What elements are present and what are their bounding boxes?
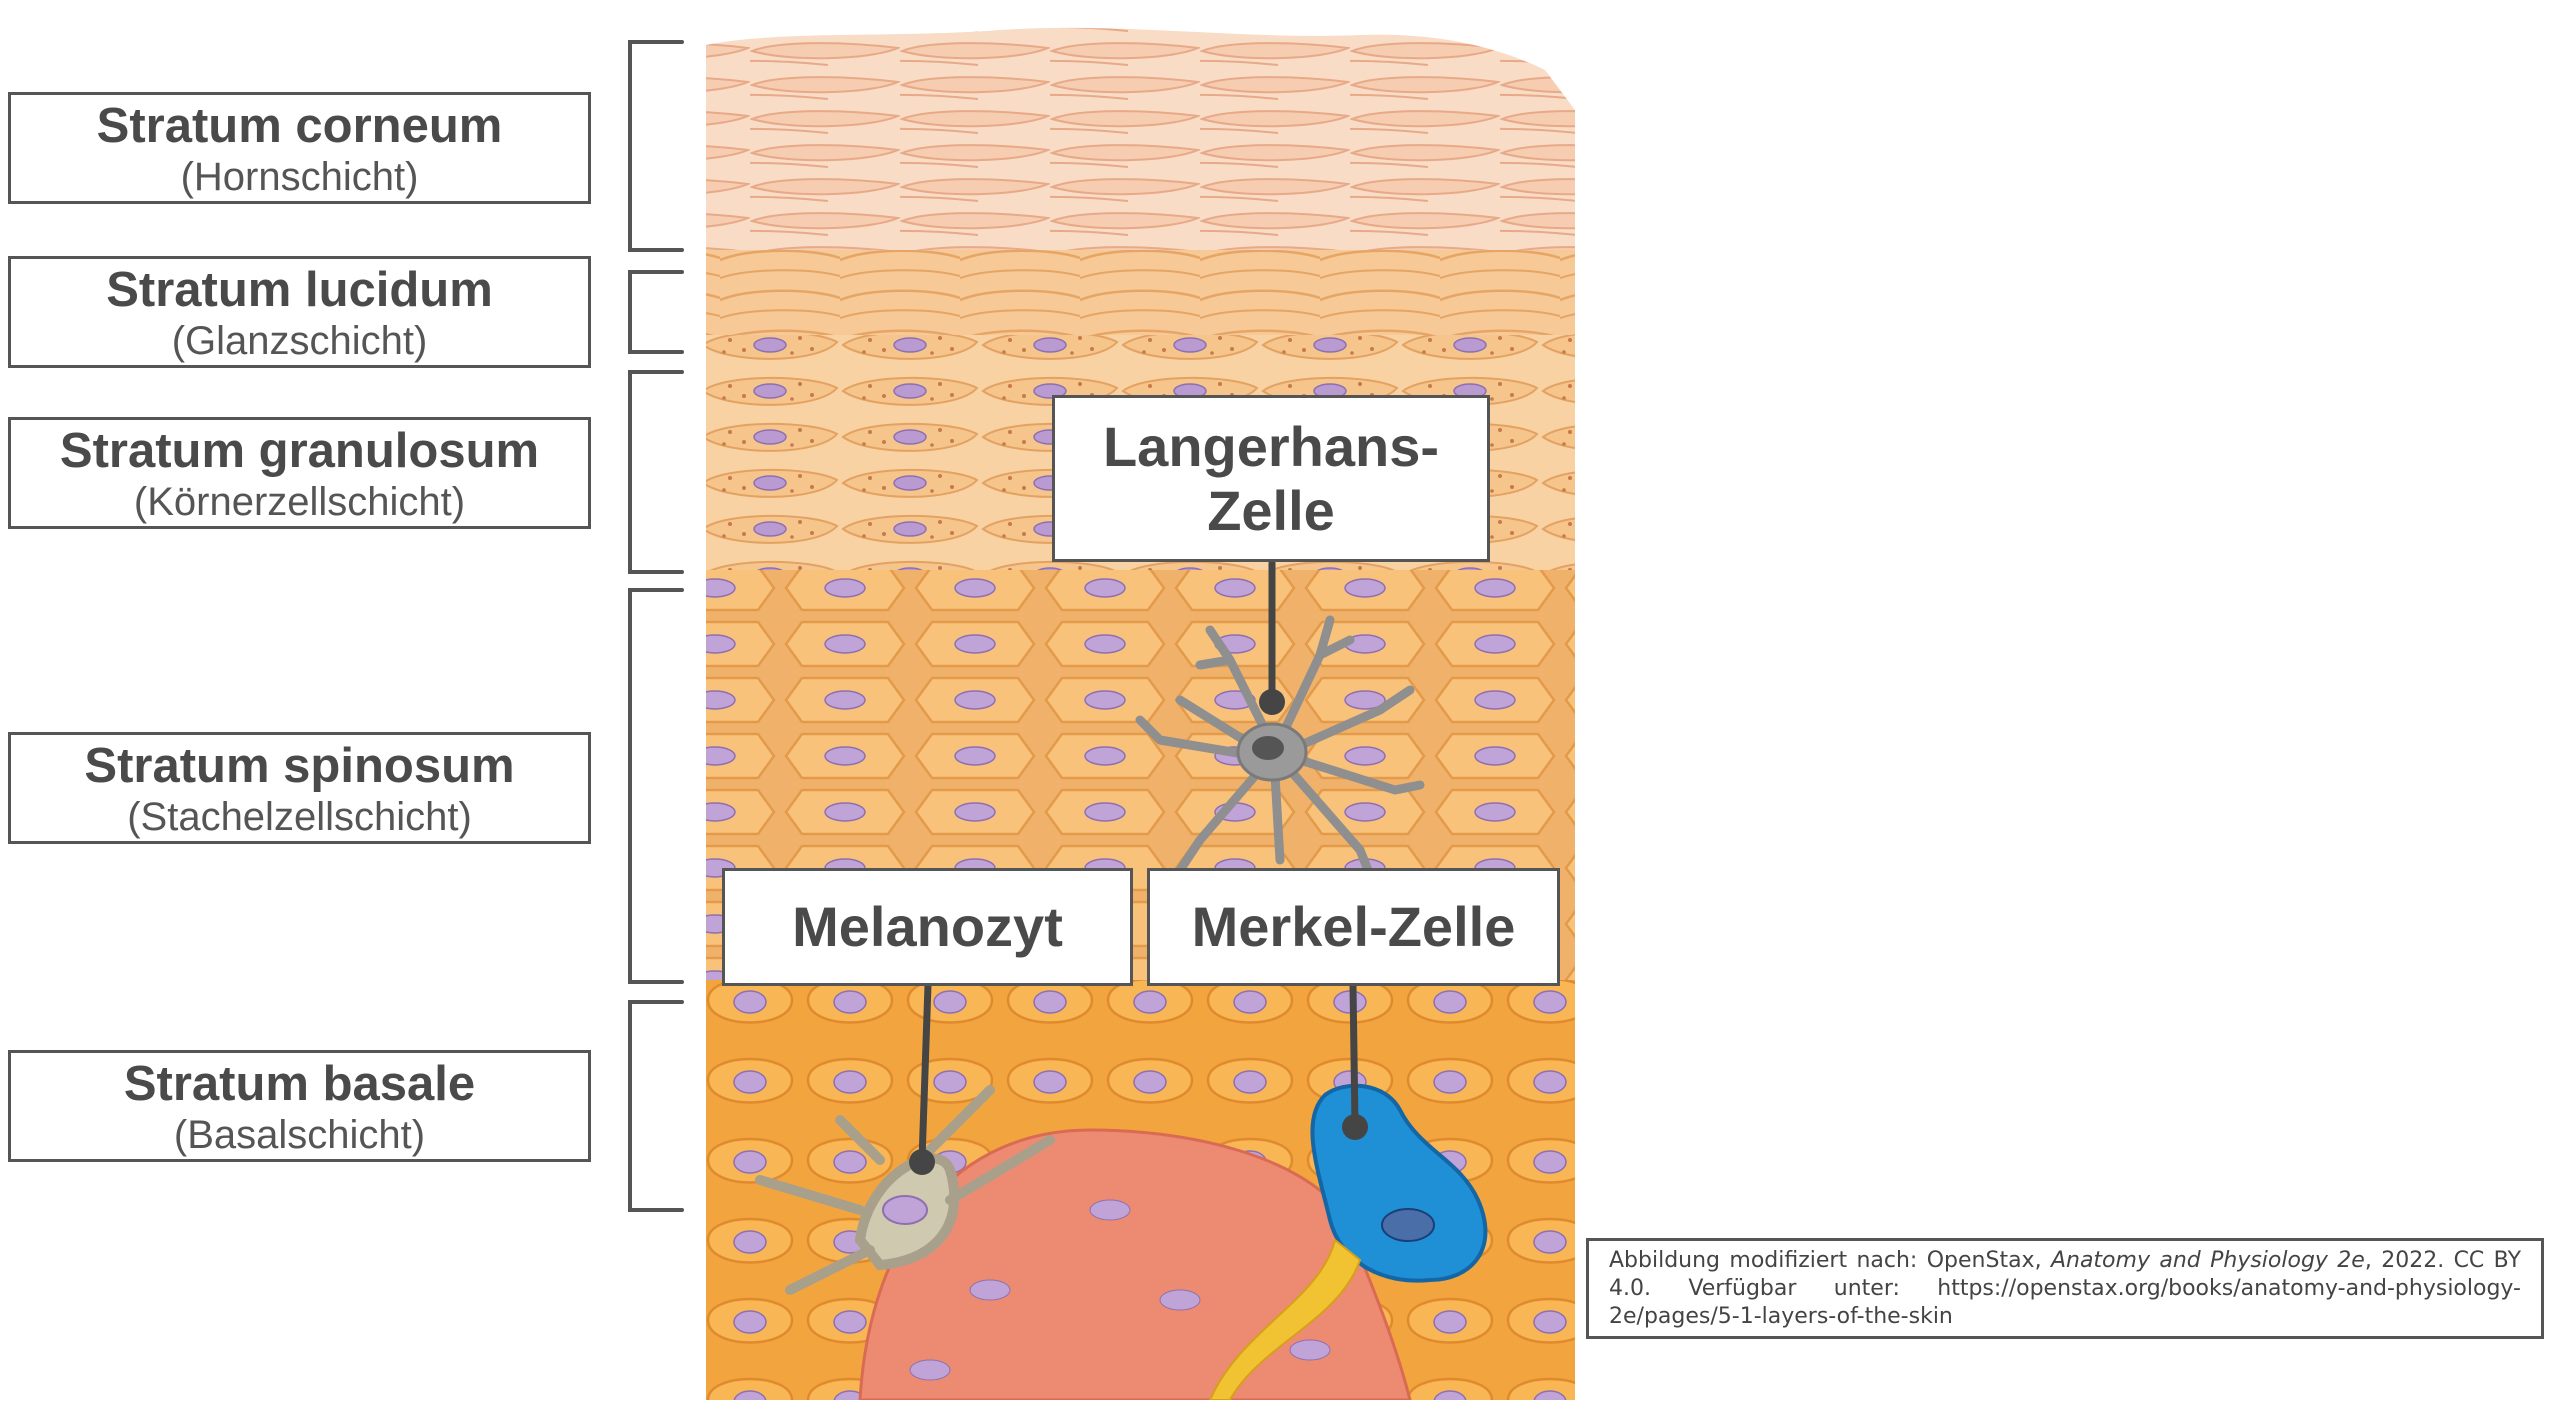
cell-label-melanozyt: Melanozyt xyxy=(722,868,1133,986)
citation-prefix: Abbildung modifiziert nach: OpenStax, xyxy=(1609,1248,2051,1273)
cell-label-text: Langerhans-Zelle xyxy=(1102,414,1440,542)
cell-label-text: Merkel-Zelle xyxy=(1191,895,1516,958)
cell-label-langerhans: Langerhans-Zelle xyxy=(1052,395,1490,562)
layer-german-name: (Hornschicht) xyxy=(180,155,419,199)
cell-label-text: Melanozyt xyxy=(792,895,1063,958)
layer-label-basale: Stratum basale (Basalschicht) xyxy=(8,1050,591,1162)
source-citation: Abbildung modifiziert nach: OpenStax, An… xyxy=(1586,1238,2544,1339)
layer-label-corneum: Stratum corneum (Hornschicht) xyxy=(8,92,591,204)
citation-title: Anatomy and Physiology 2e xyxy=(2050,1248,2365,1273)
layer-label-lucidum: Stratum lucidum (Glanzschicht) xyxy=(8,256,591,368)
citation-suffix: , 2022. CC BY 4.0. Verfügbar unter: http… xyxy=(1609,1248,2522,1329)
layer-german-name: (Körnerzellschicht) xyxy=(133,480,466,524)
layer-label-spinosum: Stratum spinosum (Stachelzellschicht) xyxy=(8,732,591,844)
layer-german-name: (Stachelzellschicht) xyxy=(127,795,472,839)
layer-name: Stratum granulosum xyxy=(59,424,540,478)
layer-name: Stratum spinosum xyxy=(84,739,515,793)
layer-name: Stratum corneum xyxy=(96,99,503,153)
layer-name: Stratum basale xyxy=(123,1057,476,1111)
layer-german-name: (Glanzschicht) xyxy=(171,319,428,363)
layer-label-granulosum: Stratum granulosum (Körnerzellschicht) xyxy=(8,417,591,529)
layer-name: Stratum lucidum xyxy=(106,263,493,317)
layer-german-name: (Basalschicht) xyxy=(173,1113,426,1157)
cell-label-merkel: Merkel-Zelle xyxy=(1147,868,1560,986)
